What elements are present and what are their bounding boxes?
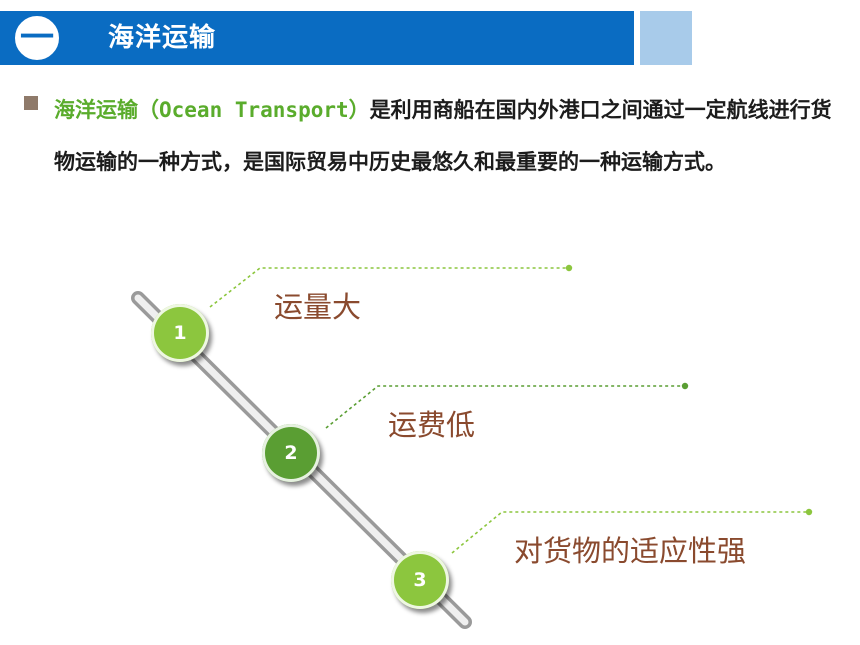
feature-number-2: 2 <box>284 442 298 464</box>
feature-node-2: 2 <box>262 424 320 482</box>
intro-term: 海洋运输（Ocean Transport） <box>54 98 370 122</box>
feature-node-3: 3 <box>391 551 449 609</box>
connector-line-2 <box>325 385 684 429</box>
connector-line-1 <box>209 267 568 308</box>
connector-end-dot-2 <box>681 382 689 390</box>
feature-label-1: 运量大 <box>274 290 362 324</box>
header-bar <box>0 11 634 65</box>
feature-node-1: 1 <box>151 304 209 362</box>
feature-number-1: 1 <box>173 322 187 344</box>
connector-end-dot-1 <box>565 264 573 272</box>
section-title: 海洋运输 <box>108 23 217 53</box>
section-number-badge: 一 <box>12 13 62 63</box>
feature-label-3: 对货物的适应性强 <box>514 534 747 568</box>
bullet-square-icon <box>24 96 38 110</box>
intro-text: 是利用商船在国内外港口之间通过一定航线进行货物运输的一种方式，是国际贸易中历史最… <box>54 98 832 174</box>
feature-number-3: 3 <box>413 569 427 591</box>
header-accent-block <box>640 11 692 65</box>
feature-label-2: 运费低 <box>388 408 476 442</box>
intro-term-english: Ocean Transport <box>159 98 349 122</box>
intro-paragraph: 海洋运输（Ocean Transport）是利用商船在国内外港口之间通过一定航线… <box>54 84 844 188</box>
connector-end-dot-3 <box>805 508 813 516</box>
